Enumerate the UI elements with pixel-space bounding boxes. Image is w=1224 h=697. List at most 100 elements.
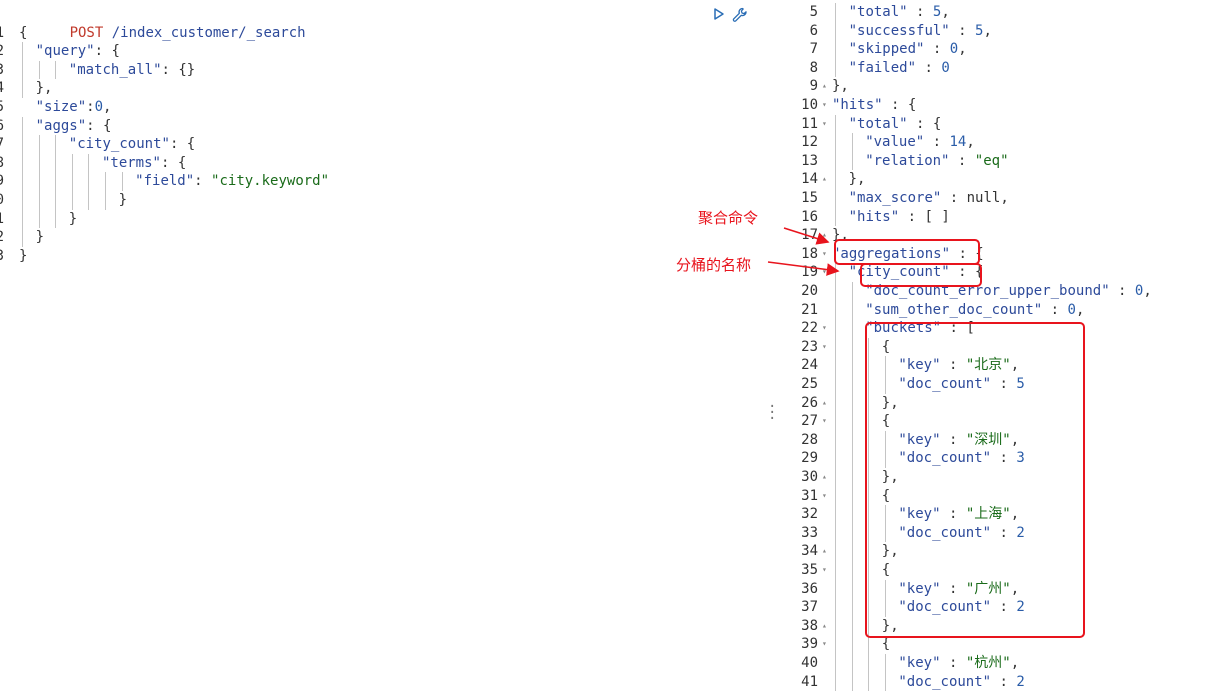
code-token: }, — [881, 543, 899, 560]
line-number: 33 — [801, 524, 818, 541]
fold-expand-icon[interactable]: ▾ — [822, 323, 827, 333]
code-token: { — [19, 24, 28, 41]
fold-collapse-icon[interactable]: ▴ — [822, 620, 827, 630]
code-token: "doc_count" — [898, 599, 992, 616]
line-number: 22 — [801, 320, 818, 337]
line-number: 29 — [801, 450, 818, 467]
fold-collapse-icon[interactable]: ▴ — [822, 174, 827, 184]
code-text: "key" : "广州", — [832, 579, 1020, 599]
code-text: "terms": { — [19, 153, 187, 173]
code-token: "key" — [898, 580, 941, 597]
indent-guide — [849, 337, 866, 357]
fold-expand-icon[interactable]: ▾ — [822, 100, 827, 109]
indent-guide — [85, 172, 102, 191]
indent-guide — [849, 486, 866, 506]
code-token: , — [941, 4, 950, 20]
code-text: } — [19, 191, 127, 210]
line-number: 25 — [801, 376, 818, 392]
code-text: { — [832, 412, 890, 431]
code-token: "terms" — [101, 154, 161, 171]
code-token: "eq" — [974, 152, 1009, 169]
fold-collapse-icon[interactable]: ▴ — [822, 397, 827, 407]
fold-collapse-icon[interactable]: ▴ — [822, 546, 827, 556]
fold-collapse-icon[interactable]: ▴ — [822, 81, 827, 91]
code-token: : { — [160, 154, 187, 171]
indent-guide — [865, 468, 882, 487]
code-text: "successful" : 5, — [832, 21, 992, 41]
indent-guide — [849, 523, 866, 543]
indent-guide — [865, 412, 882, 431]
code-token: : { — [907, 115, 942, 132]
code-token: "relation" — [865, 152, 950, 169]
fold-expand-icon[interactable]: ▾ — [822, 118, 827, 128]
indent-guide — [119, 172, 136, 191]
line-number: 15 — [801, 190, 818, 206]
indent-guide — [849, 393, 866, 413]
code-token: "total" — [848, 115, 908, 132]
indent-guide — [882, 579, 899, 599]
request-toolbar — [712, 7, 747, 22]
indent-guide — [832, 356, 849, 375]
code-token: : — [991, 450, 1017, 467]
buckets-highlight-box — [865, 322, 1085, 638]
fold-expand-icon[interactable]: ▾ — [822, 267, 827, 277]
code-token: "doc_count" — [898, 673, 992, 690]
fold-expand-icon[interactable]: ▾ — [822, 490, 827, 500]
indent-guide — [832, 598, 849, 617]
code-token: "北京" — [965, 357, 1011, 374]
code-token: "successful" — [848, 22, 950, 39]
fold-collapse-icon[interactable]: ▴ — [822, 472, 827, 481]
indent-guide — [865, 375, 882, 394]
line-number: 31 — [801, 487, 818, 504]
indent-guide — [36, 153, 53, 173]
city-count-highlight-box — [860, 263, 982, 287]
code-text: "value" : 14, — [832, 133, 975, 152]
code-token: 14 — [949, 134, 967, 151]
request-first-line: POST /index_customer/_search — [19, 5, 306, 61]
pane-splitter-handle[interactable]: ··· — [768, 399, 777, 427]
indent-guide — [865, 579, 882, 599]
indent-guide — [85, 153, 102, 173]
indent-guide — [832, 151, 849, 171]
code-token: : — [940, 580, 966, 597]
fold-expand-icon[interactable]: ▾ — [822, 248, 827, 258]
code-token: "doc_count" — [898, 376, 992, 392]
gutter-number: 1 — [0, 24, 4, 43]
wrench-icon[interactable] — [732, 7, 747, 22]
fold-expand-icon[interactable]: ▾ — [822, 565, 827, 574]
indent-guide — [832, 561, 849, 580]
code-token: , — [1075, 301, 1085, 318]
indent-guide — [865, 542, 882, 561]
indent-guide — [849, 430, 866, 450]
code-token: "doc_count" — [898, 450, 992, 467]
code-token: , — [1010, 580, 1020, 597]
indent-guide — [849, 412, 866, 431]
code-token: }, — [848, 171, 866, 188]
code-token: : — [924, 41, 950, 58]
fold-expand-icon[interactable]: ▾ — [822, 416, 827, 426]
indent-guide — [882, 505, 899, 524]
code-token: "hits" — [832, 97, 883, 113]
indent-guide — [832, 412, 849, 431]
request-editor[interactable]: 1 POST /index_customer/_search 1{2"query… — [0, 0, 760, 697]
fold-expand-icon[interactable]: ▾ — [822, 341, 827, 351]
play-icon[interactable] — [712, 7, 726, 21]
code-token: : — [940, 357, 966, 374]
code-token: : — [916, 59, 942, 76]
code-token: : — [940, 506, 966, 523]
gutter-number: 5 — [0, 98, 4, 117]
indent-guide — [849, 319, 866, 338]
indent-guide — [36, 209, 53, 229]
line-number: 40 — [801, 655, 818, 671]
code-token: "深圳" — [965, 431, 1011, 448]
indent-guide — [849, 542, 866, 561]
code-token: "total" — [848, 4, 908, 20]
response-viewer[interactable]: 5"total" : 5,6"successful" : 5,7"skipped… — [780, 0, 1224, 697]
indent-guide — [36, 172, 53, 191]
code-token: : — [1109, 283, 1135, 299]
indent-guide — [832, 635, 849, 654]
code-token: : — [940, 655, 966, 671]
indent-guide — [19, 228, 36, 247]
fold-expand-icon[interactable]: ▾ — [822, 639, 827, 649]
indent-guide — [849, 375, 866, 394]
